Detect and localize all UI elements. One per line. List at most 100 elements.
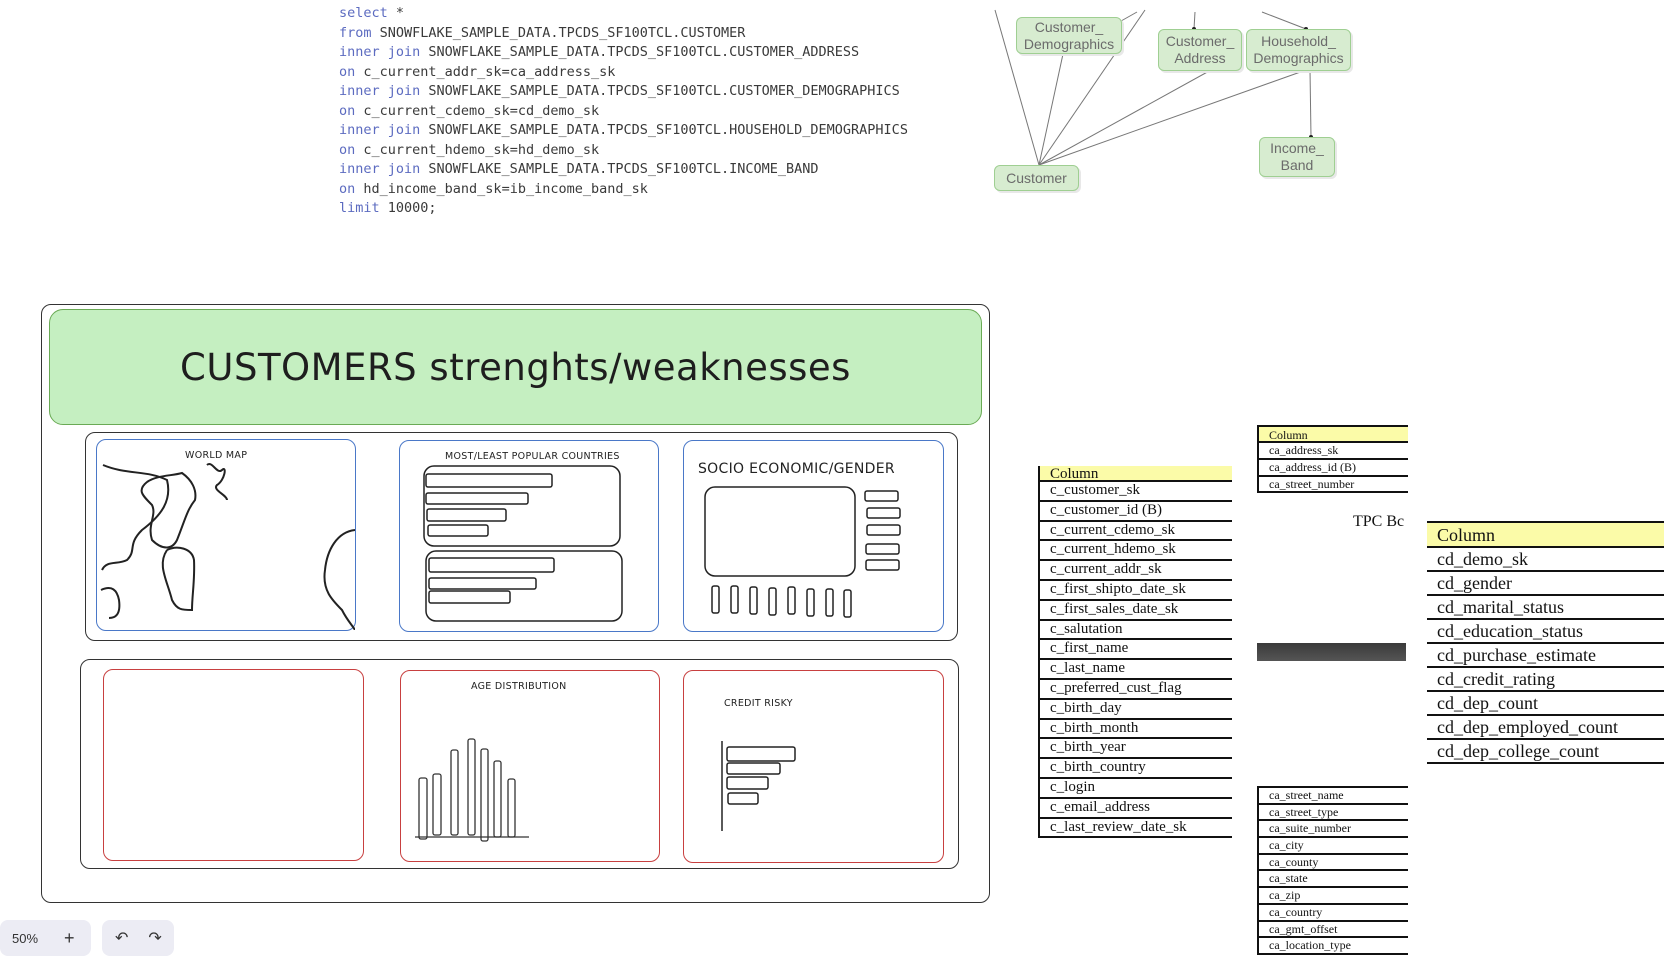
node-customer-address[interactable]: Customer_Address <box>1158 29 1242 71</box>
age-histogram-sketch <box>415 738 529 842</box>
top-row-container[interactable] <box>85 432 958 641</box>
sql-line: from SNOWFLAKE_SAMPLE_DATA.TPCDS_SF100TC… <box>339 24 908 44</box>
sql-text: SNOWFLAKE_SAMPLE_DATA.TPCDS_SF100TCL.CUS… <box>371 24 746 41</box>
sql-line: inner join SNOWFLAKE_SAMPLE_DATA.TPCDS_S… <box>339 160 908 180</box>
sql-line: on c_current_cdemo_sk=cd_demo_sk <box>339 102 908 122</box>
sql-text: * <box>387 5 405 21</box>
table-row: ca_address_sk <box>1259 443 1408 460</box>
tpc-text-fragment: TPC Bc <box>1353 513 1405 530</box>
credit-risky-panel[interactable]: CREDIT RISKY <box>683 670 944 863</box>
table-row: ca_country <box>1259 905 1408 922</box>
table-row: c_first_name <box>1040 640 1232 661</box>
sql-text: SNOWFLAKE_SAMPLE_DATA.TPCDS_SF100TCL.HOU… <box>420 122 908 138</box>
sql-keyword: on <box>339 63 356 80</box>
world-map-sketch <box>100 462 355 630</box>
table-row: cd_dep_college_count <box>1427 740 1664 764</box>
table-row: ca_location_type <box>1259 938 1408 955</box>
node-customer-demographics[interactable]: Customer_Demographics <box>1016 17 1122 54</box>
node-label: Household_ <box>1261 33 1336 49</box>
sql-text: hd_income_band_sk=ib_income_band_sk <box>355 180 648 197</box>
bottom-row-container[interactable] <box>80 659 959 869</box>
node-label: Demographics <box>1023 35 1115 52</box>
bar-list-sketch <box>423 465 623 622</box>
table-row: c_current_cdemo_sk <box>1040 522 1232 542</box>
sql-line: on c_current_addr_sk=ca_address_sk <box>339 63 908 83</box>
table-row: c_customer_id (B) <box>1040 502 1232 522</box>
table-row: ca_street_name <box>1259 788 1408 805</box>
sql-line: on c_current_hdemo_sk=hd_demo_sk <box>339 141 908 161</box>
table-row: cd_credit_rating <box>1427 668 1664 692</box>
age-distribution-panel[interactable]: AGE DISTRIBUTION <box>400 670 660 862</box>
sql-keyword: on <box>339 141 356 158</box>
sql-keyword: inner join <box>339 83 421 99</box>
node-label: Income_ <box>1270 140 1324 156</box>
sql-text: SNOWFLAKE_SAMPLE_DATA.TPCDS_SF100TCL.INC… <box>420 161 819 177</box>
undo-button[interactable]: ↶ <box>115 930 129 947</box>
empty-panel[interactable] <box>103 669 364 861</box>
table-row: c_first_shipto_date_sk <box>1040 581 1232 601</box>
table-row: c_birth_month <box>1040 720 1232 740</box>
dashboard-title-banner[interactable]: CUSTOMERS strenghts/weaknesses <box>49 309 982 425</box>
table-row: ca_city <box>1259 838 1408 855</box>
table-row: ca_zip <box>1259 888 1408 905</box>
node-label: Demographics <box>1253 50 1344 66</box>
zoom-level[interactable]: 50% <box>12 930 39 946</box>
panel-label: WORLD MAP <box>185 450 248 461</box>
sql-line: select * <box>339 4 908 24</box>
sql-text: 10000; <box>379 200 437 216</box>
table-row: c_last_name <box>1040 660 1232 680</box>
history-controls: ↶ ↷ <box>102 920 174 956</box>
dashboard-frame[interactable] <box>41 304 990 903</box>
sql-line: inner join SNOWFLAKE_SAMPLE_DATA.TPCDS_S… <box>339 82 908 102</box>
node-label: Customer_ <box>1034 18 1104 35</box>
table-row: cd_gender <box>1427 572 1664 596</box>
sql-line: inner join SNOWFLAKE_SAMPLE_DATA.TPCDS_S… <box>339 121 908 141</box>
panel-label: AGE DISTRIBUTION <box>471 681 567 692</box>
redo-button[interactable]: ↷ <box>148 930 162 947</box>
table-row: cd_dep_count <box>1427 692 1664 716</box>
sql-keyword: on <box>339 180 356 197</box>
node-label: Customer <box>1006 169 1067 186</box>
table-row: c_preferred_cust_flag <box>1040 680 1232 700</box>
sql-text: SNOWFLAKE_SAMPLE_DATA.TPCDS_SF100TCL.CUS… <box>420 44 860 60</box>
sql-text: c_current_cdemo_sk=cd_demo_sk <box>355 102 600 119</box>
sql-keyword: select <box>339 5 388 21</box>
world-map-panel[interactable]: WORLD MAP <box>96 439 356 631</box>
table-row: c_salutation <box>1040 621 1232 641</box>
table-row: cd_marital_status <box>1427 596 1664 620</box>
node-label: Band <box>1280 157 1314 173</box>
node-customer[interactable]: Customer <box>994 165 1079 191</box>
node-label: Address <box>1174 50 1226 66</box>
table-row: cd_demo_sk <box>1427 548 1664 572</box>
sql-query-text: select *from SNOWFLAKE_SAMPLE_DATA.TPCDS… <box>339 4 908 219</box>
credit-bars-sketch <box>721 741 796 831</box>
sql-keyword: inner join <box>339 44 421 60</box>
sql-keyword: from <box>339 24 372 41</box>
table-row: c_birth_year <box>1040 739 1232 760</box>
sql-line: on hd_income_band_sk=ib_income_band_sk <box>339 180 908 200</box>
sql-keyword: limit <box>339 200 380 216</box>
table-row: c_birth_country <box>1040 759 1232 779</box>
panel-label: MOST/LEAST POPULAR COUNTRIES <box>445 451 620 462</box>
sql-line: limit 10000; <box>339 199 908 219</box>
table-header: Column <box>1427 523 1664 548</box>
table-row: cd_dep_employed_count <box>1427 716 1664 740</box>
panel-label: CREDIT RISKY <box>724 698 793 709</box>
sql-keyword: on <box>339 102 356 119</box>
socio-economic-sketch <box>704 486 901 618</box>
popular-countries-panel[interactable]: MOST/LEAST POPULAR COUNTRIES <box>399 440 659 632</box>
node-income-band[interactable]: Income_Band <box>1259 137 1335 177</box>
table-row: ca_street_number <box>1259 477 1408 494</box>
sql-text: SNOWFLAKE_SAMPLE_DATA.TPCDS_SF100TCL.CUS… <box>420 83 900 99</box>
table-row: c_login <box>1040 779 1232 799</box>
table-row: c_customer_sk <box>1040 482 1232 502</box>
zoom-in-button[interactable]: + <box>64 927 75 948</box>
sql-text: c_current_hdemo_sk=hd_demo_sk <box>355 141 600 158</box>
table-row: c_last_review_date_sk <box>1040 819 1232 839</box>
table-row: cd_purchase_estimate <box>1427 644 1664 668</box>
socio-economic-panel[interactable]: SOCIO ECONOMIC/GENDER <box>683 440 944 632</box>
node-household-demographics[interactable]: Household_Demographics <box>1246 29 1351 71</box>
